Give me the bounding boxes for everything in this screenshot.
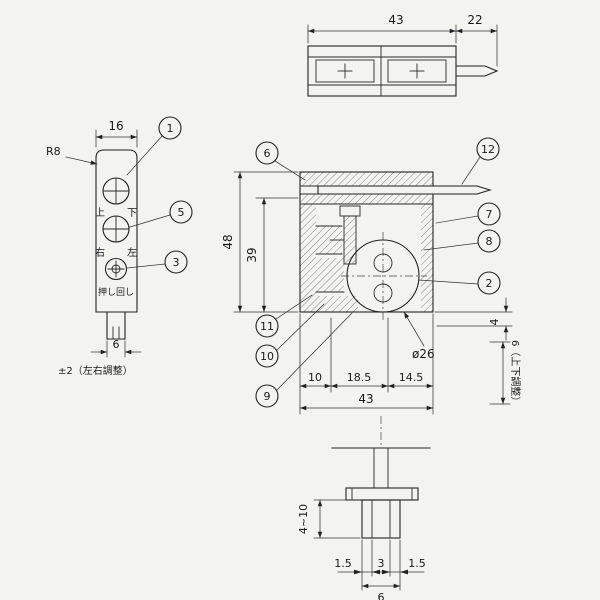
dim-stem-width: 6 — [378, 591, 385, 600]
screw-cross-left-icon — [337, 63, 353, 79]
foot-outline — [331, 447, 431, 539]
dia-26-callout: ø26 — [403, 311, 435, 361]
dim-front-16: 16 — [95, 119, 138, 148]
radius-callout-r8: R8 — [46, 145, 98, 165]
dim-tab-width: 6 — [113, 338, 120, 351]
dim-section-height: 48 — [221, 234, 235, 249]
dim-right-4: 4 — [434, 297, 513, 341]
bottom-view: 4~10 1.5 3 1.5 6 — [297, 416, 431, 600]
screw-middle — [102, 215, 130, 243]
balloon-7-number: 7 — [486, 208, 493, 221]
dim-39: 39 — [245, 197, 299, 313]
screw-top — [102, 177, 130, 205]
top-view-body — [307, 45, 457, 97]
screw-bottom — [104, 257, 128, 281]
dim-seg-14-5: 14.5 — [399, 371, 424, 384]
label-right: 右 — [95, 246, 105, 259]
dim-4-10: 4~10 — [297, 499, 361, 539]
balloon-5-number: 5 — [178, 206, 185, 219]
dim-front-width: 16 — [108, 119, 123, 133]
dim-slot-width: 3 — [378, 557, 385, 570]
balloon-7: 7 — [435, 202, 501, 226]
front-plate-outline — [95, 149, 138, 313]
balloon-5: 5 — [129, 200, 193, 228]
balloon-10: 10 — [255, 303, 325, 368]
dim-top-22: 22 — [455, 13, 498, 67]
balloon-1-number: 1 — [167, 122, 174, 135]
dim-48: 48 — [221, 171, 299, 313]
balloon-12-number: 12 — [481, 143, 495, 156]
balloon-2-number: 2 — [486, 277, 493, 290]
dim-top-43: 43 — [307, 13, 457, 44]
dim-bottom-43: 43 — [299, 392, 434, 411]
dim-section-inner-height: 39 — [245, 247, 259, 262]
dim-seg-10: 10 — [308, 371, 322, 384]
balloon-9-number: 9 — [264, 390, 271, 403]
dim-top-pin-length: 22 — [467, 13, 482, 27]
top-body-outline — [307, 45, 457, 97]
rotor-circle — [346, 239, 420, 313]
balloon-3-number: 3 — [173, 256, 180, 269]
screw-cross-right-icon — [409, 63, 425, 79]
dim-top-body-width: 43 — [388, 13, 403, 27]
section-hatch — [300, 172, 433, 312]
dim-wall-right: 1.5 — [408, 557, 426, 570]
dim-front-6: 6 — [90, 338, 142, 358]
balloon-10-number: 10 — [260, 350, 274, 363]
balloon-6: 6 — [255, 141, 306, 181]
label-up: 上 — [95, 207, 105, 219]
balloon-6-number: 6 — [264, 147, 271, 160]
balloon-2: 2 — [418, 271, 501, 295]
label-down: 下 — [127, 208, 137, 219]
radius-label: R8 — [46, 145, 61, 158]
balloon-8: 8 — [423, 229, 501, 253]
dim-right-offset: 4 — [488, 319, 501, 326]
section-view: 48 39 10 18.5 14.5 43 ø26 — [221, 137, 522, 415]
balloon-1: 1 — [126, 116, 182, 176]
label-left: 左 — [127, 246, 137, 259]
balloon-12: 12 — [461, 137, 500, 185]
dim-section-total-width: 43 — [358, 392, 373, 406]
note-lr-adjust: ±2（左右調整） — [58, 364, 133, 377]
top-view-pin — [455, 65, 499, 77]
dim-wall-left: 1.5 — [334, 557, 352, 570]
section-body-outline — [299, 171, 434, 313]
dim-bottom-widths: 1.5 3 1.5 6 — [334, 539, 426, 600]
front-view: 16 R8 上 下 右 左 押し回し — [46, 116, 193, 377]
adjust-screw-assembly — [329, 205, 361, 265]
dim-depth-range: 4~10 — [297, 504, 310, 534]
label-push-turn: 押し回し — [98, 286, 134, 298]
balloon-8-number: 8 — [486, 235, 493, 248]
dia-label: ø26 — [412, 347, 435, 361]
note-ud-adjust: 6（上下調整） — [509, 340, 522, 406]
top-view: 43 22 — [307, 13, 499, 97]
dim-bottom-chain: 10 18.5 14.5 — [299, 313, 434, 415]
balloon-11-number: 11 — [260, 320, 274, 333]
dim-seg-18-5: 18.5 — [347, 371, 372, 384]
balloon-11: 11 — [255, 294, 313, 338]
note-ud-adjust-group: 6（上下調整） — [489, 340, 522, 406]
balloon-9: 9 — [255, 312, 353, 408]
balloon-3: 3 — [126, 250, 188, 274]
front-bottom-tab — [106, 311, 126, 340]
rotor-assembly — [341, 232, 427, 322]
striker-pin — [317, 185, 492, 195]
